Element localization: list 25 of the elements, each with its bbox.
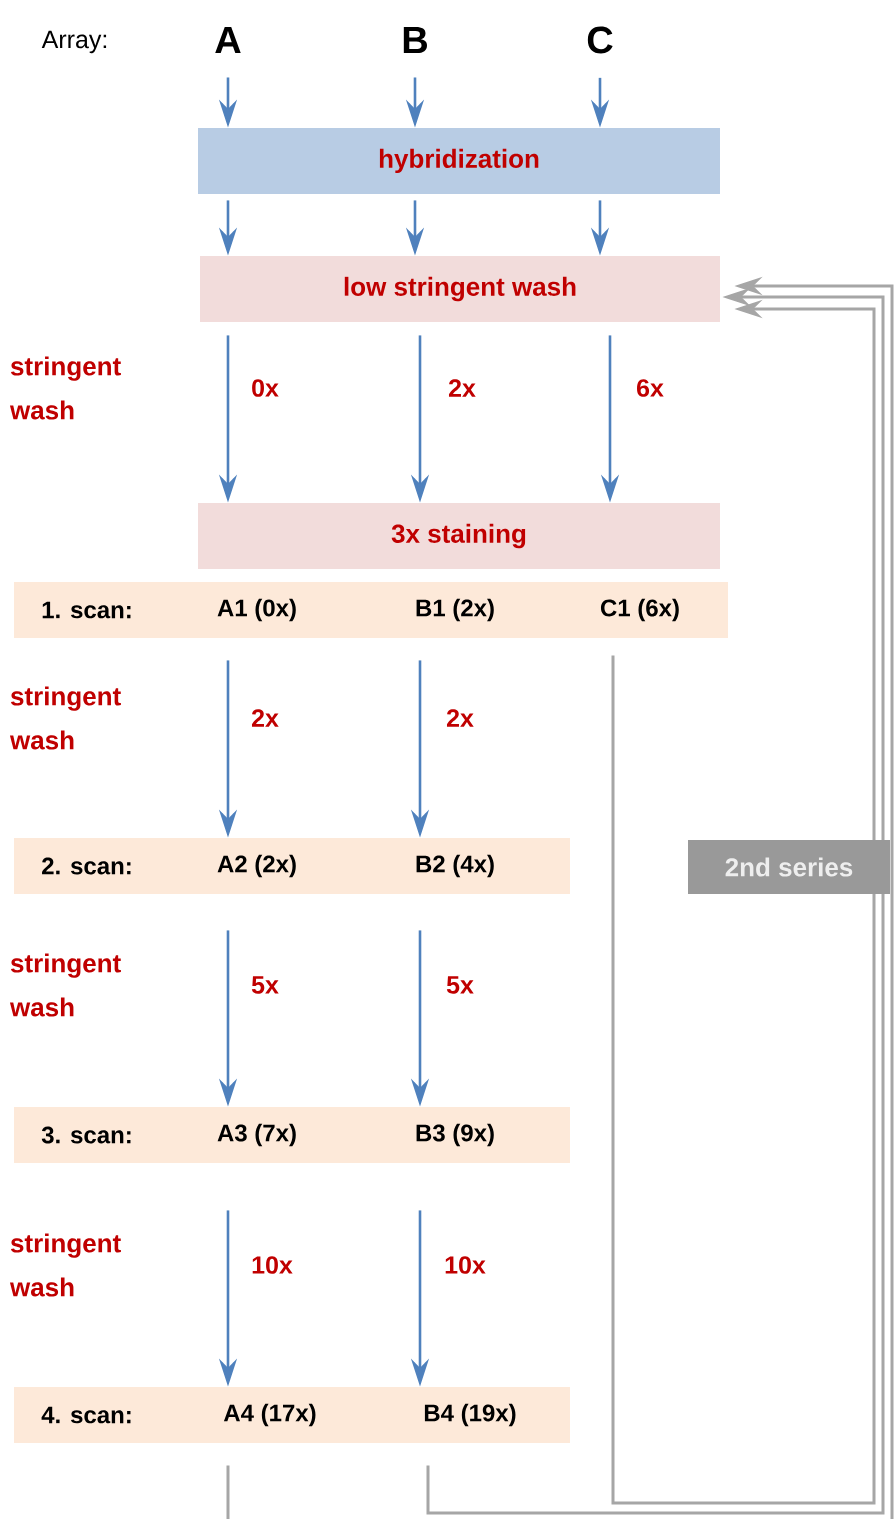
process-box: 3x staining <box>198 503 720 569</box>
edge-label: 2x <box>249 707 281 729</box>
edge-label: 0x <box>249 377 281 399</box>
series-tag: 2nd series <box>688 840 890 894</box>
edge-label: 5x <box>444 974 476 996</box>
array-letter: B <box>403 26 427 54</box>
process-box: hybridization <box>198 128 720 194</box>
edge-label: 6x <box>634 377 666 399</box>
array-letter: C <box>587 26 613 54</box>
scan-row: 3. scan: A3 (7x) B3 (9x) <box>14 1107 570 1163</box>
edge-label: 10x <box>442 1254 488 1276</box>
edge-label: 10x <box>249 1254 295 1276</box>
step-label: stringent wash <box>9 953 121 1017</box>
row-label: Array: <box>41 30 107 54</box>
scan-row: 1. scan: A1 (0x) B1 (2x) C1 (6x) <box>14 582 728 638</box>
step-label: stringent wash <box>9 686 121 750</box>
scan-row: 2. scan: A2 (2x) B2 (4x) <box>14 838 570 894</box>
edge-label: 2x <box>446 377 478 399</box>
process-box: low stringent wash <box>200 256 720 322</box>
step-label: stringent wash <box>9 356 121 420</box>
step-label: stringent wash <box>9 1233 121 1297</box>
scan-row: 4. scan: A4 (17x) B4 (19x) <box>14 1387 570 1443</box>
edge-label: 5x <box>249 974 281 996</box>
edge-label: 2x <box>444 707 476 729</box>
array-letter: A <box>215 26 241 54</box>
